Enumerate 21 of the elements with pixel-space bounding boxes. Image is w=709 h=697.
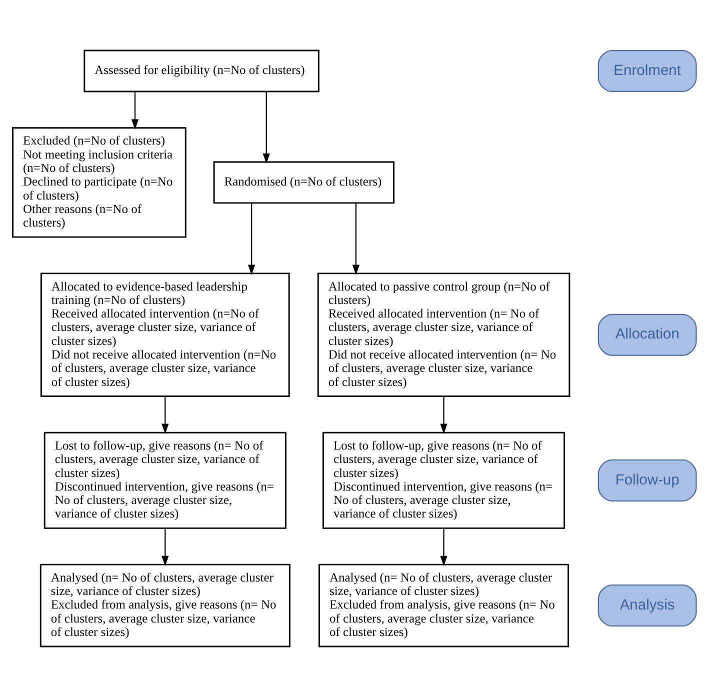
node-box: Allocated to passive control group (n=No of clusters) Received allocated intervention (n= No of clusters, average cluster size, variance of cluster sizes) Did not receive allocated intervention (n= No of clusters, average cluster size, variance of cluster sizes): [317, 272, 570, 397]
arrow: [440, 528, 448, 566]
node-box: Analysis: [598, 584, 697, 627]
node-box: Follow-up: [598, 459, 697, 502]
node-box: Enrolment: [598, 50, 697, 92]
node-box: Analysed (n= No of clusters, average cluster size, variance of cluster sizes) Excluded from analysis, give reasons (n= No of clusters, average cluster size, variance of cluster sizes): [40, 564, 290, 648]
node-box: Excluded (n=No of clusters) Not meeting inclusion criteria (n=No of clusters) Declined to participate (n=No of clusters) Other reasons (n=No of clusters): [12, 127, 186, 238]
arrow: [248, 203, 256, 275]
arrow: [262, 92, 270, 164]
arrow: [440, 396, 448, 434]
node-box: Assessed for eligibility (n=No of clusters): [84, 50, 320, 92]
arrow: [162, 528, 169, 566]
node-box: Lost to follow-up, give reasons (n= No of clusters, average cluster size, variance of cluster sizes) Discontinued intervention, give reasons (n= No of clusters, average cluster size, variance of cluster sizes): [322, 432, 566, 529]
arrow: [162, 396, 169, 434]
arrow: [352, 203, 360, 275]
node-box: Allocated to evidence-based leadership training (n=No of clusters) Received allocated intervention (n=No of clusters, average cluster size, variance of cluster sizes) Did not receive allocated intervention (n=No of clusters, average cluster size, variance of cluster sizes): [40, 272, 290, 397]
node-box: Randomised (n=No of clusters): [213, 161, 394, 204]
arrow: [131, 92, 139, 130]
node-box: Allocation: [598, 314, 697, 356]
node-box: Lost to follow-up, give reasons (n= No of clusters, average cluster size, variance of cluster sizes) Discontinued intervention, give reasons (n= No of clusters, average cluster size, variance of cluster sizes): [44, 432, 286, 529]
node-box: Analysed (n= No of clusters, average cluster size, variance of cluster sizes) Excluded from analysis, give reasons (n= No of clusters, average cluster size, variance of cluster sizes): [318, 564, 570, 648]
